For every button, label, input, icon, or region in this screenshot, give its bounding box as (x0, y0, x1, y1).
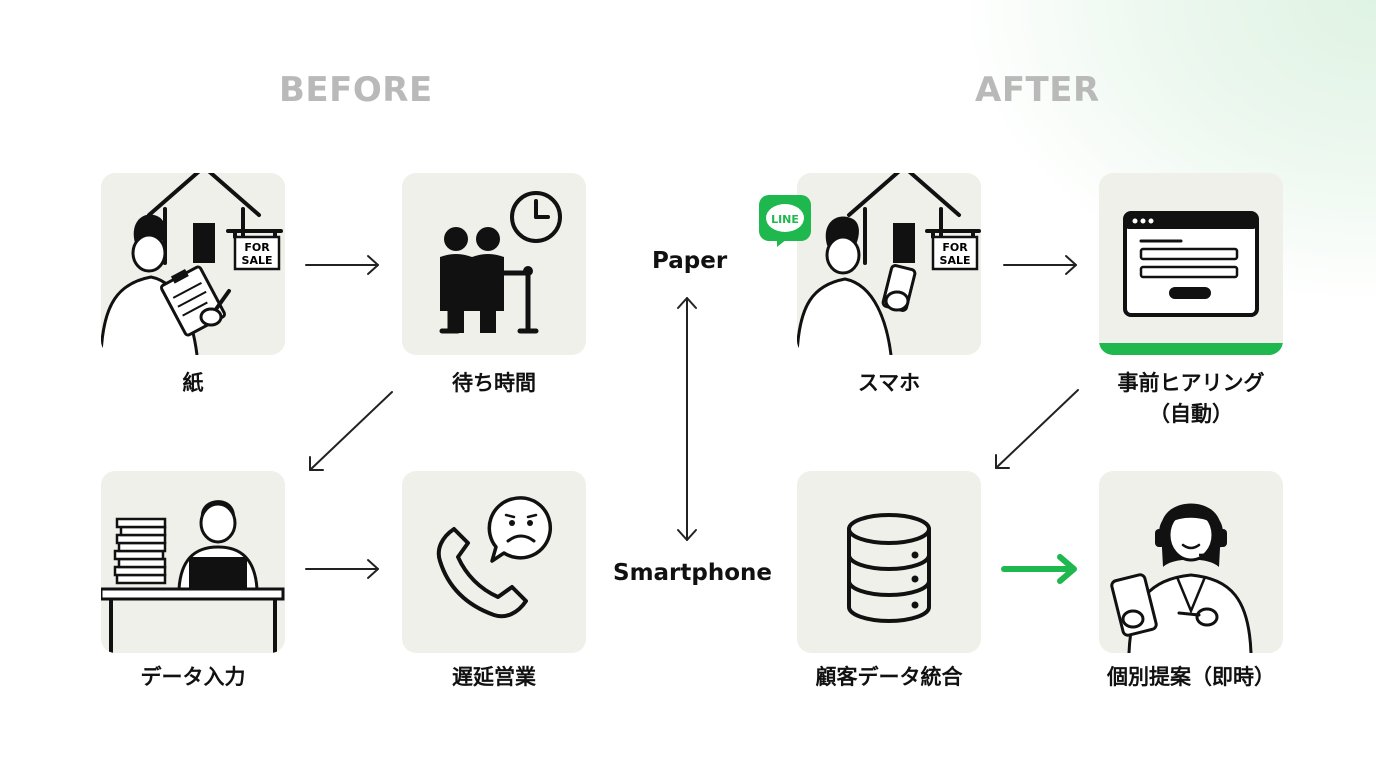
smartphone-label: スマホ (857, 371, 921, 395)
hearing-tile (1099, 173, 1283, 355)
phone-with-sad-face-illustration (436, 496, 552, 619)
line-badge-icon: LINE (757, 193, 813, 249)
arrow-paper-to-waiting (305, 255, 379, 275)
proposal-label: 個別提案（即時） (1107, 665, 1275, 689)
waiting-tile (402, 173, 586, 355)
hearing-label-line2: （自動） (1149, 402, 1233, 426)
arrow-hearing-to-integration (995, 389, 1079, 469)
before-heading: BEFORE (279, 70, 433, 110)
paper-tile: FOR SALE (101, 173, 285, 355)
arrow-data-entry-to-delayed (305, 559, 379, 579)
proposal-tile (1099, 471, 1283, 653)
web-form-illustration (1099, 211, 1283, 355)
arrow-waiting-to-data-entry (309, 391, 393, 471)
line-badge-text: LINE (771, 213, 799, 226)
smartphone-axis-label: Smartphone (613, 560, 773, 586)
agent-with-smartphone-illustration: FOR SALE (797, 173, 981, 355)
queue-with-clock-illustration (439, 191, 562, 334)
data-entry-tile (101, 471, 285, 653)
agent-with-clipboard-illustration: FOR SALE (101, 173, 283, 355)
waiting-label: 待ち時間 (452, 371, 536, 395)
paper-axis-label: Paper (652, 248, 728, 274)
worker-with-paper-stack-illustration (101, 500, 285, 653)
for-sale-sign-line2: SALE (242, 254, 273, 267)
paper-label: 紙 (182, 371, 204, 395)
after-heading: AFTER (975, 70, 1100, 110)
support-agent-with-tablet-illustration (1110, 503, 1253, 653)
delayed-sales-tile (402, 471, 586, 653)
data-entry-label: データ入力 (140, 665, 246, 689)
for-sale-sign-line2: SALE (940, 254, 971, 267)
for-sale-sign-line1: FOR (244, 241, 270, 254)
smartphone-tile: FOR SALE (797, 173, 981, 355)
arrow-smartphone-to-hearing (1003, 255, 1077, 275)
arrow-integration-to-proposal (1001, 554, 1077, 584)
database-icon (847, 513, 931, 623)
for-sale-sign-line1: FOR (942, 241, 968, 254)
hearing-label-line1: 事前ヒアリング (1117, 371, 1265, 395)
data-integration-tile (797, 471, 981, 653)
data-integration-label: 顧客データ統合 (815, 665, 963, 689)
paper-smartphone-double-arrow (677, 297, 697, 541)
delayed-sales-label: 遅延営業 (452, 665, 536, 689)
